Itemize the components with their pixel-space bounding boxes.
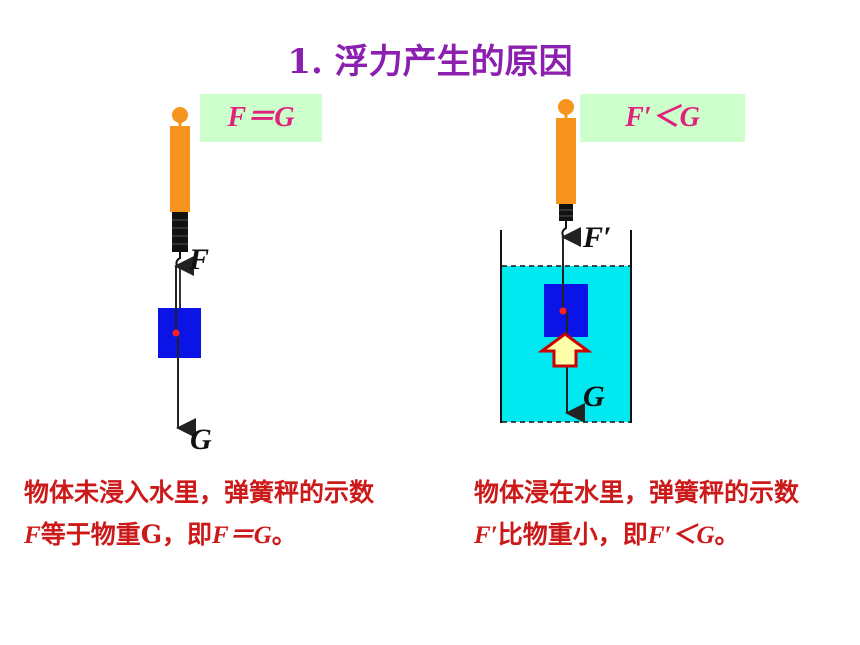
left-label-G: G bbox=[190, 423, 212, 456]
right-caption-F: F′ bbox=[474, 522, 498, 549]
right-scale-body bbox=[556, 118, 576, 204]
left-scale-body bbox=[170, 126, 190, 212]
left-scale-ring bbox=[172, 107, 188, 123]
left-caption-F: F bbox=[24, 522, 41, 549]
left-caption-eq: F＝G bbox=[212, 522, 272, 549]
right-caption-eq: F′＜G bbox=[647, 522, 715, 549]
left-caption-line2: F等于物重G，即F＝G。 bbox=[24, 514, 374, 557]
left-equation-box: F＝G bbox=[200, 94, 322, 142]
left-caption-line1: 物体未浸入水里，弹簧秤的示数 bbox=[24, 478, 375, 507]
left-scale-spring bbox=[172, 212, 188, 252]
right-label-G: G bbox=[583, 380, 605, 413]
right-caption-line2: F′比物重小，即F′＜G。 bbox=[474, 514, 799, 557]
left-label-F: F bbox=[189, 243, 210, 276]
right-center-dot bbox=[559, 307, 567, 315]
right-caption-text: 比物重小，即 bbox=[497, 520, 648, 549]
right-hook bbox=[561, 221, 569, 240]
left-caption: 物体未浸入水里，弹簧秤的示数 F等于物重G，即F＝G。 bbox=[24, 472, 374, 557]
right-caption-line1: 物体浸在水里，弹簧秤的示数 bbox=[474, 478, 800, 507]
right-spring-scale bbox=[556, 99, 576, 240]
left-caption-text: 等于物重G，即 bbox=[40, 520, 213, 549]
right-scale-spring bbox=[559, 204, 573, 221]
buoyancy-arrow bbox=[537, 332, 593, 368]
page-title: 1. 浮力产生的原因 bbox=[287, 42, 573, 82]
left-hook bbox=[175, 252, 183, 270]
left-caption-end: 。 bbox=[271, 520, 297, 549]
right-caption-end: 。 bbox=[714, 520, 740, 549]
right-scale-ring bbox=[558, 99, 574, 115]
right-equation-box: F′＜G bbox=[580, 94, 745, 142]
left-spring-scale bbox=[170, 107, 190, 270]
left-center-dot bbox=[172, 329, 180, 337]
right-caption: 物体浸在水里，弹簧秤的示数 F′比物重小，即F′＜G。 bbox=[474, 472, 799, 557]
right-label-F-prime: F′ bbox=[583, 221, 612, 254]
